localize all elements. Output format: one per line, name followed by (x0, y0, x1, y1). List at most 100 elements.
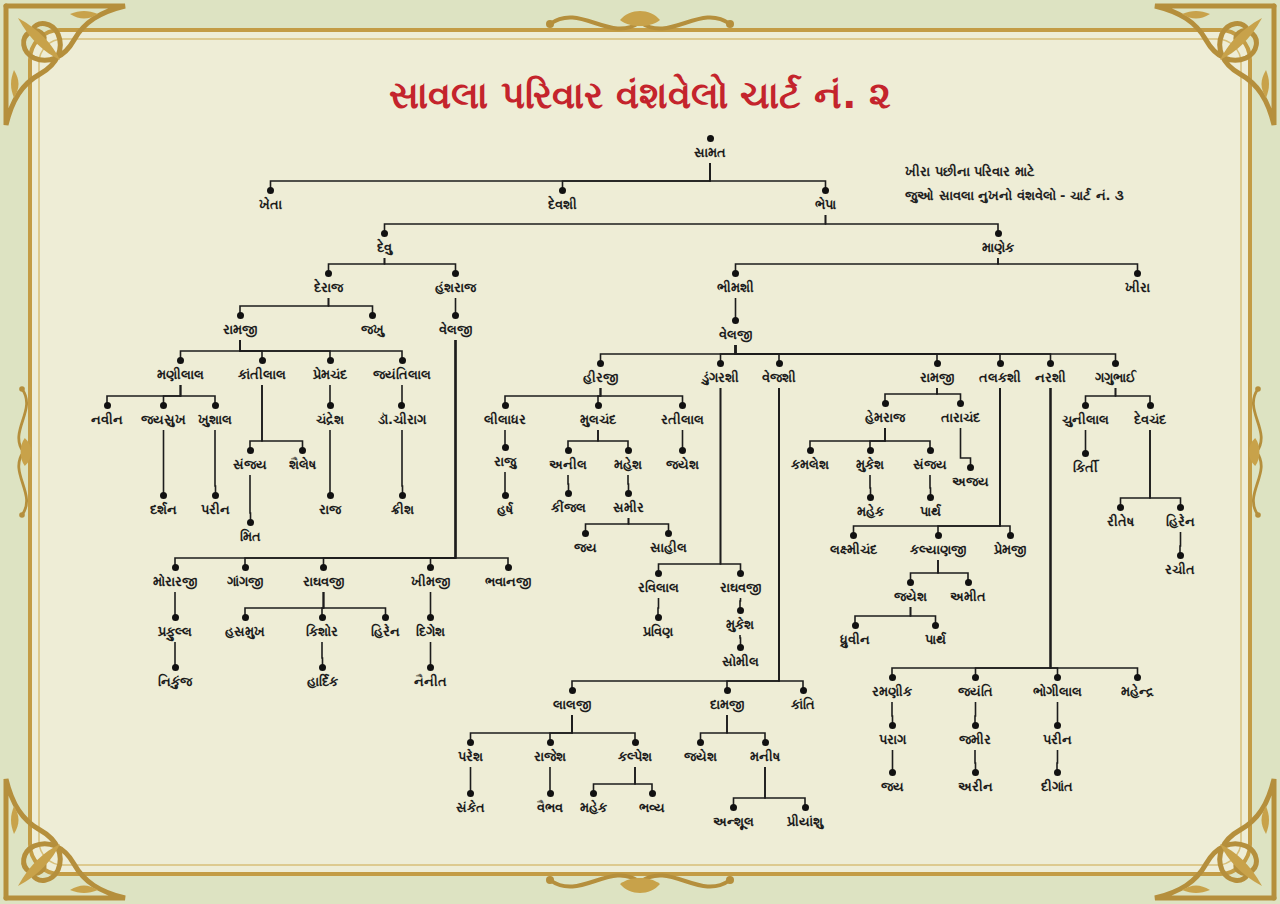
tree-connector (1051, 388, 1058, 677)
person-name: ખેતા (259, 196, 282, 214)
node-dot (697, 739, 704, 746)
node-dot (565, 447, 572, 454)
person-name: જયેશ (684, 748, 717, 766)
node-dot (502, 402, 509, 409)
person-name: ભવ્ય (639, 799, 665, 817)
person-name: જયંતિ (958, 683, 993, 701)
node-dot (1117, 504, 1124, 511)
person-name: સંજય (913, 456, 947, 474)
name-node: ખીમજી (409, 564, 452, 591)
tree-connector (181, 385, 216, 405)
tree-connector (727, 388, 779, 690)
person-name: વૈભવ (537, 799, 563, 817)
node-dot (1054, 722, 1061, 729)
person-name: ખીરા (1125, 279, 1150, 297)
node-dot (907, 579, 914, 586)
node-dot (649, 790, 656, 797)
person-name: કલ્યાણજી (910, 541, 966, 559)
person-name: રાજેશ (534, 748, 566, 766)
name-node: મનીષ (748, 739, 782, 766)
person-name: જય (574, 539, 597, 557)
person-name: જયસુખ (141, 411, 186, 429)
node-dot (325, 270, 332, 277)
tree-connector (826, 215, 999, 233)
tree-connector (262, 385, 303, 450)
person-name: રતીલાલ (661, 411, 704, 429)
name-node: રાજેશ (532, 739, 568, 766)
person-name: ધ્રુવીન (840, 631, 870, 649)
name-node: કાંતીલાલ (236, 357, 288, 384)
note-text: ખીરા પછીના પરિવાર માટે (905, 160, 1124, 184)
person-name: રાઘવજી (303, 573, 344, 591)
node-dot (665, 530, 672, 537)
tree-connector (572, 715, 635, 742)
name-node: ભોગીલાલ (1031, 674, 1084, 701)
chart-title: સાવલા પરિવાર વંશવેલો ચાર્ટ નં. ૨ (0, 74, 1280, 117)
tree-connector (1051, 388, 1138, 677)
name-node: દર્શન (148, 492, 179, 519)
person-name: અમીત (950, 588, 986, 606)
node-dot (934, 360, 941, 367)
tree-connector (505, 388, 601, 405)
node-dot (737, 570, 744, 577)
name-node: જયેશ (682, 739, 719, 766)
person-name: પરાગ (879, 731, 906, 749)
name-node: પ્રેમચંદ (311, 357, 349, 384)
name-node: મહેન્દ્ર (1119, 674, 1156, 701)
name-node: મોરારજી (151, 564, 199, 591)
node-dot (212, 402, 219, 409)
name-node: ભવ્ય (637, 790, 667, 817)
name-node: ડુંગરશી (700, 360, 741, 387)
name-node: વેજશી (760, 360, 798, 387)
name-node: રામજી (221, 312, 259, 339)
name-node: હંશરાજ (433, 270, 478, 297)
tree-connector (1000, 388, 1010, 535)
node-dot (822, 187, 829, 194)
node-dot (730, 804, 737, 811)
name-node: પરીન (1041, 722, 1074, 749)
person-name: અન્શૂલ (713, 813, 754, 831)
person-name: અરીન (958, 778, 993, 796)
node-dot (382, 614, 389, 621)
name-node: પ્રફુલ્લ (156, 614, 194, 641)
name-node: કલ્પેશ (616, 739, 654, 766)
person-name: ડુંગરશી (702, 369, 739, 387)
node-dot (327, 402, 334, 409)
tree-connector (329, 258, 385, 273)
person-name: રમણીક (872, 683, 912, 701)
name-node: અન્શૂલ (711, 804, 756, 831)
node-dot (1054, 674, 1061, 681)
person-name: કીંજલ (551, 499, 586, 517)
node-dot (172, 564, 179, 571)
name-node: ગાંગજી (225, 564, 265, 591)
person-name: રીતેષ (1107, 513, 1134, 531)
tree-connector (431, 340, 456, 567)
name-node: રાઘવજી (301, 564, 346, 591)
tree-connector (721, 388, 741, 573)
name-node: દેવચંદ (1132, 402, 1168, 429)
person-name: હિરેન (371, 623, 400, 641)
node-dot (582, 530, 589, 537)
tree-connector (601, 388, 683, 405)
node-dot (160, 492, 167, 499)
name-node: સંજય (911, 447, 949, 474)
node-dot (957, 400, 964, 407)
person-name: ચુનીલાલ (1062, 411, 1109, 429)
person-name: દર્શન (150, 501, 177, 519)
node-dot (547, 739, 554, 746)
tree-connector (911, 560, 939, 582)
person-name: નરશી (1035, 369, 1066, 387)
node-dot (967, 464, 974, 471)
node-dot (242, 564, 249, 571)
node-dot (597, 360, 604, 367)
name-node: દામજી (708, 687, 746, 714)
node-dot (867, 447, 874, 454)
node-dot (237, 312, 244, 319)
node-dot (267, 187, 274, 194)
name-node: વેલજી (437, 312, 474, 339)
tree-connector (736, 258, 999, 273)
person-name: જયંતિલાલ (373, 366, 431, 384)
name-node: સંકેત (454, 790, 487, 817)
person-name: પાર્થ (920, 503, 941, 521)
name-node: ચંદ્રેશ (314, 402, 346, 429)
